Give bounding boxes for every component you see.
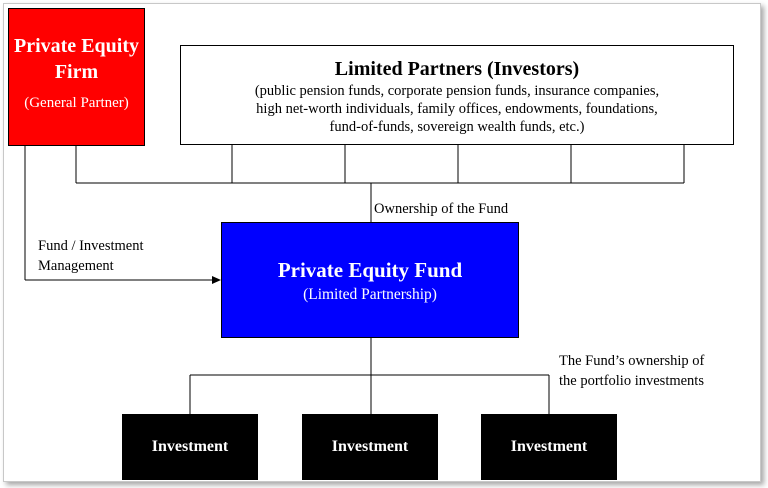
lp-description-line: fund-of-funds, sovereign wealth funds, e… [329, 119, 585, 135]
management-label-line: Fund / Investment [38, 238, 144, 254]
limited-partners-box: Limited Partners (Investors) (public pen… [180, 45, 734, 145]
portfolio-label-line: the portfolio investments [559, 373, 704, 389]
investment-box-2: Investment [302, 414, 438, 480]
private-equity-fund-box: Private Equity Fund (Limited Partnership… [221, 222, 519, 338]
lp-title: Limited Partners (Investors) [334, 58, 580, 80]
pe-firm-title: Private Equity Firm [14, 35, 139, 83]
investment-box-3: Investment [481, 414, 617, 480]
management-label: Fund / Investment Management [38, 236, 144, 276]
fund-title: Private Equity Fund [277, 258, 463, 282]
lp-description-line: (public pension funds, corporate pension… [254, 83, 660, 99]
private-equity-firm-box: Private Equity Firm (General Partner) [8, 8, 145, 146]
ownership-label: Ownership of the Fund [374, 201, 509, 217]
management-label-line: Management [38, 258, 114, 274]
lp-description-line: high net-worth individuals, family offic… [256, 101, 658, 117]
investment-box-1: Investment [122, 414, 258, 480]
management-arrowhead [212, 276, 221, 284]
portfolio-ownership-label: The Fund’s ownership of the portfolio in… [559, 351, 704, 391]
portfolio-label-line: The Fund’s ownership of [559, 353, 705, 369]
pe-firm-subtitle: (General Partner) [24, 95, 129, 111]
fund-subtitle: (Limited Partnership) [303, 286, 437, 303]
